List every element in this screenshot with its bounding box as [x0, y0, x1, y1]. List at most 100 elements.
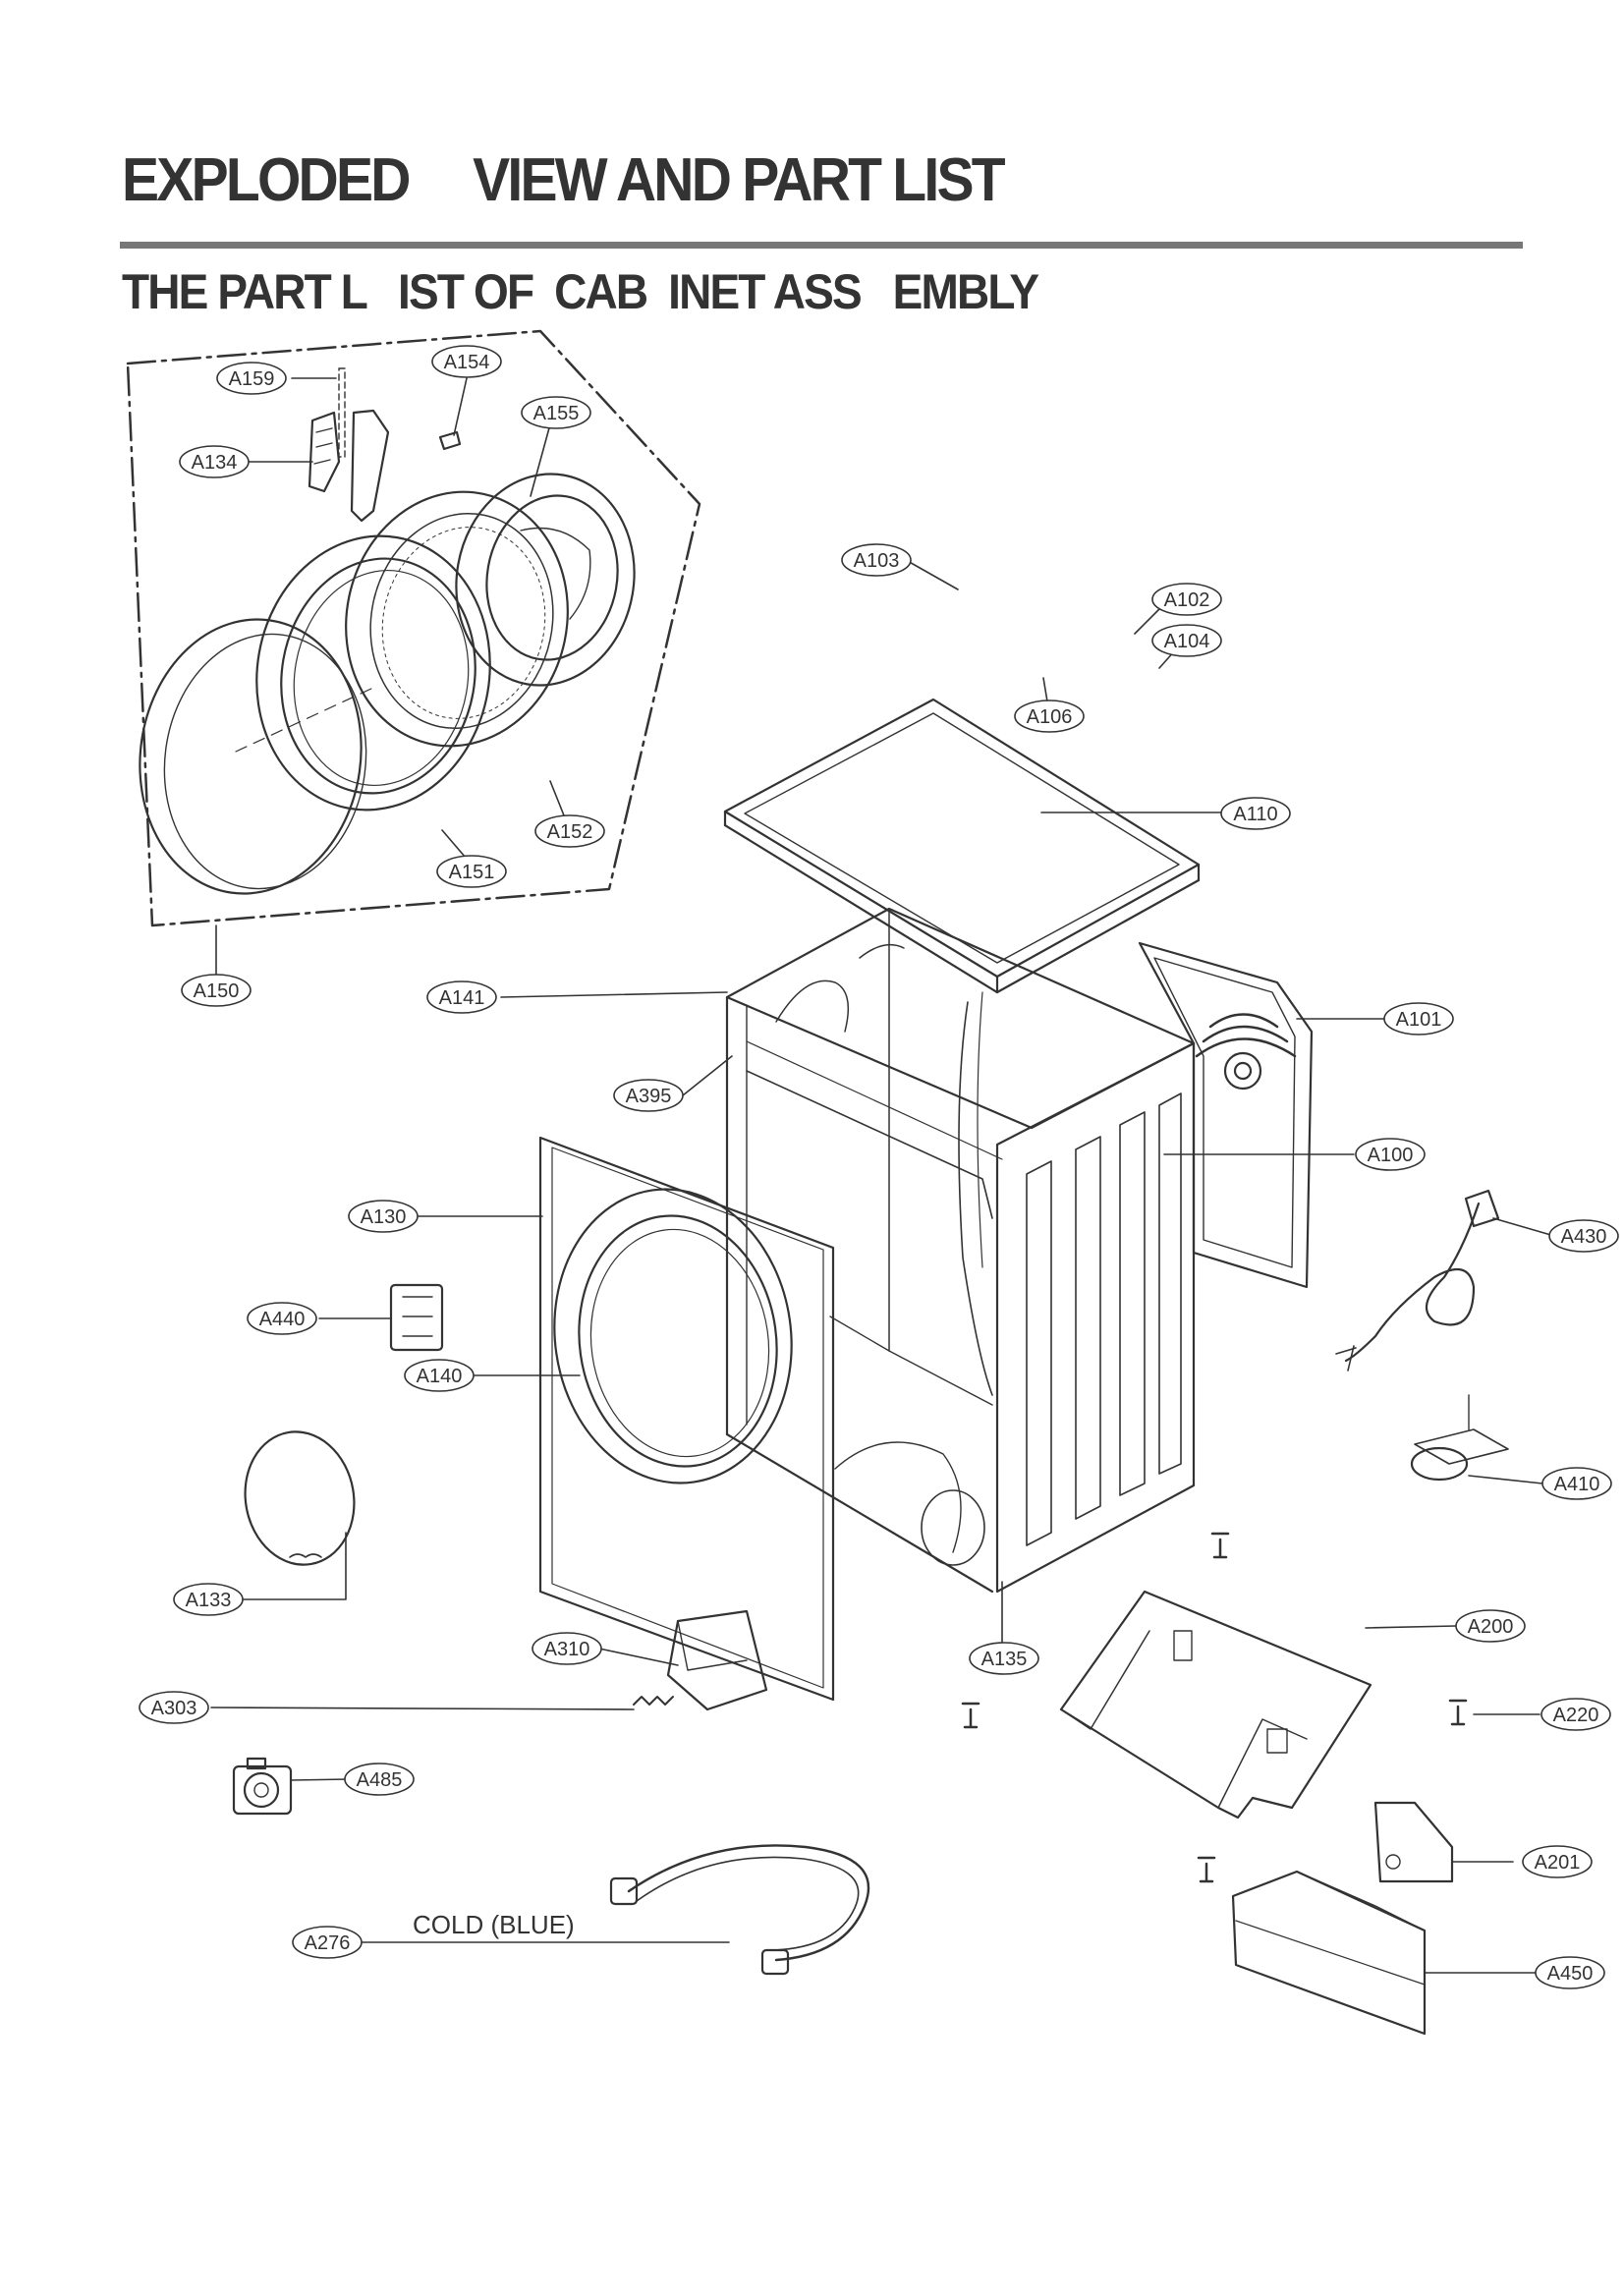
callout-label: A159 [229, 368, 275, 390]
callout-label: A220 [1553, 1705, 1599, 1726]
callout-bubble [1535, 1956, 1605, 1989]
door-hook [438, 430, 462, 451]
callout-label: A200 [1468, 1616, 1514, 1638]
cold-hose-label: COLD (BLUE) [413, 1910, 575, 1939]
callout-a154: A154 [431, 345, 502, 378]
callout-label: A152 [547, 821, 593, 843]
callout-a485: A485 [344, 1763, 415, 1796]
callout-a276: A276 [292, 1926, 363, 1959]
leveling-feet [961, 1532, 1468, 1883]
page-subtitle: THE PART L IST OF CAB INET ASS EMBLY [122, 264, 1039, 319]
callout-bubble [181, 974, 252, 1007]
callout-label: A140 [417, 1366, 463, 1387]
bracket-plate [1373, 1801, 1454, 1883]
callout-bubble [1220, 797, 1291, 830]
callout-bubble [532, 1632, 602, 1665]
callout-label: A485 [357, 1769, 403, 1791]
callout-bubble [1383, 1002, 1454, 1036]
callout-a106: A106 [1014, 700, 1085, 733]
callout-bubble [179, 445, 250, 478]
callout-a141: A141 [426, 980, 497, 1014]
door-glass-inner [163, 633, 367, 890]
callout-a133: A133 [173, 1583, 244, 1616]
callout-label: A430 [1561, 1226, 1607, 1248]
door-inner-bowl [455, 473, 636, 687]
door-glass [139, 618, 363, 895]
callout-a110: A110 [1220, 797, 1291, 830]
callout-bubble [344, 1763, 415, 1796]
callout-bubble [292, 1926, 363, 1959]
callout-a410: A410 [1541, 1467, 1612, 1500]
door-assembly-boundary [126, 329, 701, 927]
dispenser-housing [666, 1609, 768, 1711]
callout-label: A102 [1164, 589, 1210, 611]
callout-a303: A303 [139, 1691, 209, 1724]
callout-bubble [173, 1583, 244, 1616]
callout-a155: A155 [521, 396, 591, 429]
inlet-hose [627, 1844, 870, 1962]
callout-label: A104 [1164, 631, 1210, 652]
callout-a102: A102 [1151, 583, 1222, 616]
callout-bubble [1455, 1609, 1526, 1643]
rear-panel [1138, 941, 1314, 1289]
callout-label: A133 [186, 1590, 232, 1611]
callout-bubble [139, 1691, 209, 1724]
door-hinge [308, 411, 341, 493]
callout-bubble [1151, 624, 1222, 657]
callout-bubble [348, 1200, 419, 1233]
callout-a150: A150 [181, 974, 252, 1007]
control-box [1231, 1870, 1427, 2036]
callout-label: A134 [192, 452, 238, 474]
callout-a201: A201 [1522, 1845, 1593, 1878]
callout-bubble [404, 1359, 475, 1392]
callout-label: A141 [439, 987, 485, 1009]
fan-module [232, 1764, 293, 1816]
callout-label: A100 [1368, 1145, 1414, 1166]
callout-a450: A450 [1535, 1956, 1605, 1989]
title-divider [120, 242, 1523, 249]
door-lock [389, 1283, 444, 1352]
callout-label: A440 [259, 1309, 306, 1330]
base-tray [1059, 1590, 1372, 1819]
callout-label: A103 [854, 550, 900, 572]
callout-label: A303 [151, 1698, 197, 1719]
callout-label: A155 [533, 403, 580, 424]
gasket-wire [244, 1430, 356, 1566]
callout-a130: A130 [348, 1200, 419, 1233]
callout-bubble [1151, 583, 1222, 616]
callout-label: A201 [1535, 1852, 1581, 1874]
callout-label: A110 [1233, 804, 1277, 825]
callout-a100: A100 [1355, 1138, 1426, 1171]
callout-bubble [1014, 700, 1085, 733]
door-front-frame [255, 534, 491, 812]
front-panel-door-opening [553, 1188, 793, 1484]
callout-label: A101 [1396, 1009, 1442, 1031]
callout-bubble [1548, 1219, 1619, 1253]
top-plate [723, 698, 1201, 979]
callout-a220: A220 [1540, 1698, 1611, 1731]
callout-bubble [1355, 1138, 1426, 1171]
callout-label: A276 [305, 1932, 351, 1954]
callout-bubble [841, 543, 912, 577]
callout-a440: A440 [247, 1302, 317, 1335]
pressure-switch [1410, 1446, 1469, 1482]
callout-label: A154 [444, 352, 490, 373]
callout-a430: A430 [1548, 1219, 1619, 1253]
callout-label: A450 [1547, 1963, 1594, 1985]
callout-bubble [613, 1079, 684, 1112]
callout-label: A310 [544, 1639, 590, 1660]
callout-label: A410 [1554, 1474, 1600, 1495]
callout-a140: A140 [404, 1359, 475, 1392]
power-cord [1344, 1202, 1481, 1363]
callout-label: A151 [449, 862, 495, 883]
callout-label: A395 [626, 1086, 672, 1107]
door-back-frame [345, 490, 569, 748]
callout-bubble [1541, 1467, 1612, 1500]
callout-a135: A135 [969, 1642, 1039, 1675]
callout-a103: A103 [841, 543, 912, 577]
callout-bubble [431, 345, 502, 378]
callout-a200: A200 [1455, 1609, 1526, 1643]
callout-label: A150 [194, 980, 240, 1002]
callout-bubble [969, 1642, 1039, 1675]
callout-a310: A310 [532, 1632, 602, 1665]
